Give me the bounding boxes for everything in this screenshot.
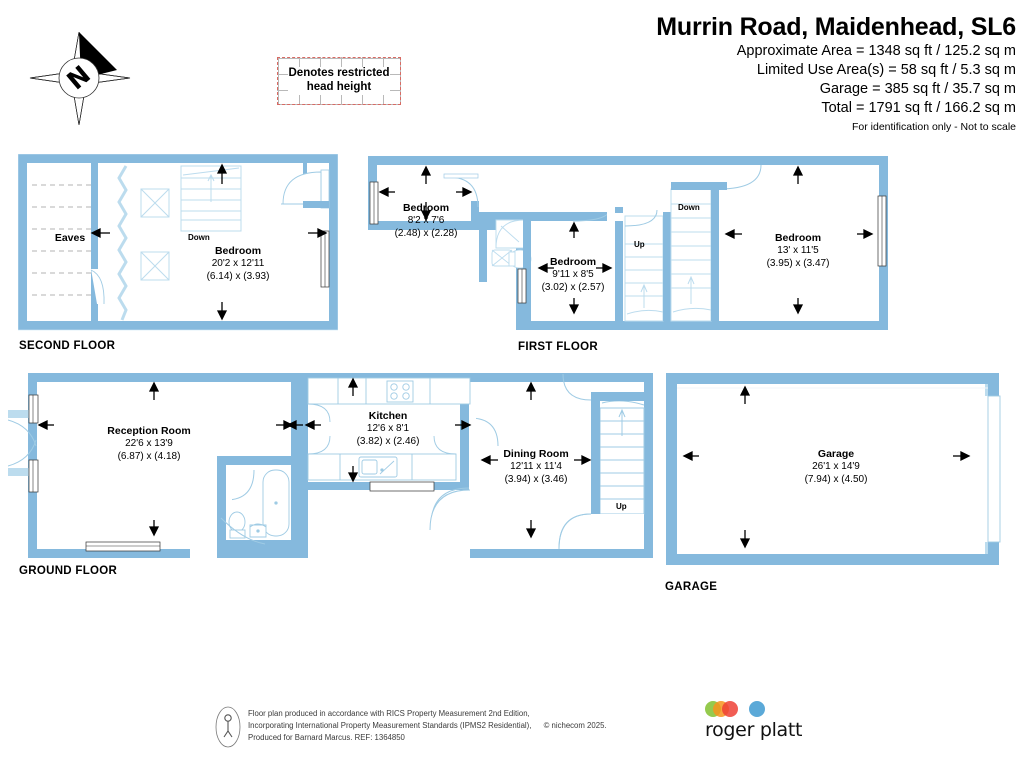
compass-rose-icon: N [22,26,137,131]
first-floor-plan: Bedroom 8'2 x 7'6 (2.48) x (2.28) Bedroo… [368,156,888,341]
rooflight-box [140,188,170,218]
page-title: Murrin Road, Maidenhead, SL6 [656,13,1016,41]
room-label-reception-room: Reception Room 22'6 x 13'9 (6.87) x (4.1… [107,425,191,462]
person-measure-icon [215,706,241,753]
room-label-bedroom-first-2: Bedroom 9'11 x 8'5 (3.02) x (2.57) [541,256,605,293]
area-approximate: Approximate Area = 1348 sq ft / 125.2 sq… [736,42,1016,59]
footer-line-2: Incorporating International Property Mea… [248,721,532,731]
footer-line-1: Floor plan produced in accordance with R… [248,709,530,718]
floor-label-ground: GROUND FLOOR [19,565,118,577]
rooflight-box [140,251,170,281]
area-garage: Garage = 385 sq ft / 35.7 sq m [819,81,1016,98]
ground-bathroom-fixtures [228,469,290,539]
brand-dot-red [722,701,738,717]
room-label-kitchen: Kitchen 12'6 x 8'1 (3.82) x (2.46) [356,410,420,447]
kitchen-units [307,377,471,481]
brand-logo: roger platt [705,700,820,741]
stairs-label-up-ground: Up [616,502,627,511]
stairs-label-down-second: Down [188,233,210,242]
scale-disclaimer: For identification only - Not to scale [852,120,1016,133]
room-label-bedroom-first-3: Bedroom 13' x 11'5 (3.95) x (3.47) [766,232,830,269]
footer-line-3: Produced for Barnard Marcus. REF: 136485… [248,733,405,743]
brand-name: roger platt [705,719,803,741]
room-label-bedroom-first-1: Bedroom 8'2 x 7'6 (2.48) x (2.28) [394,202,458,239]
area-total: Total = 1791 sq ft / 166.2 sq m [821,100,1016,117]
second-floor-plan: Eaves Bedroom 20'2 x 12'11 (6.14) x (3.9… [17,153,339,339]
ground-floor-plan: Reception Room 22'6 x 13'9 (6.87) x (4.1… [7,370,653,570]
garage-plan: Garage 26'1 x 14'9 (7.94) x (4.50) [663,370,1008,575]
floor-label-second: SECOND FLOOR [19,340,116,352]
stairs-label-down-first: Down [678,203,700,212]
header: Murrin Road, Maidenhead, SL6 Approximate… [656,13,1016,133]
floor-label-garage: GARAGE [665,581,718,593]
floor-label-first: FIRST FLOOR [518,341,598,353]
area-limited-use: Limited Use Area(s) = 58 sq ft / 5.3 sq … [756,61,1016,78]
room-label-eaves: Eaves [54,232,86,244]
room-label-dining-room: Dining Room 12'11 x 11'4 (3.94) x (3.46) [503,448,569,485]
brand-dots [705,700,820,718]
room-label-garage: Garage 26'1 x 14'9 (7.94) x (4.50) [804,448,868,485]
footer-copyright: © nichecom 2025. [543,721,607,731]
eaves-hatching [32,184,91,296]
stairs-label-up-first: Up [634,240,645,249]
room-label-bedroom-second: Bedroom 20'2 x 12'11 (6.14) x (3.93) [206,245,270,282]
footer-credits: Floor plan produced in accordance with R… [248,708,607,744]
footer-line-2-wrap: Incorporating International Property Mea… [248,720,607,732]
brand-dot-blue [749,701,765,717]
staircase-down [180,165,242,232]
